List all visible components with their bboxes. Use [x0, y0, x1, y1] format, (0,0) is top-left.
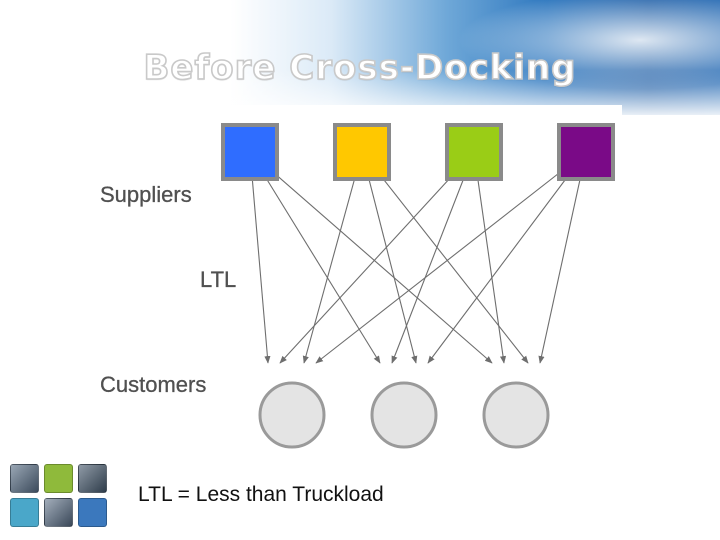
customers-label: Customers [100, 372, 206, 397]
shipment-arrow [302, 151, 363, 364]
supplier-node [557, 123, 615, 181]
logo-tile-teal [10, 498, 39, 527]
cross-docking-diagram: Suppliers LTL Customers [90, 105, 622, 455]
supplier-node [333, 123, 391, 181]
shipment-arrow [279, 151, 475, 364]
shipment-arrow [361, 151, 418, 364]
shipment-arrow [473, 151, 507, 364]
diagram-svg: Suppliers LTL Customers [100, 123, 615, 449]
shipment-arrow [315, 151, 587, 364]
ltl-shipment-arrows [249, 151, 587, 364]
shipment-arrow [391, 151, 475, 364]
shipment-arrow [427, 151, 587, 364]
supplier-nodes [221, 123, 615, 181]
logo-tile-photo [78, 464, 107, 493]
shipment-arrow [361, 151, 529, 364]
shipment-arrow [249, 151, 381, 364]
logo-tiles [10, 464, 108, 530]
supplier-node [445, 123, 503, 181]
ltl-label: LTL [200, 267, 236, 292]
logo-tile-blue [78, 498, 107, 527]
logo-tile-photo [44, 498, 73, 527]
logo-tile-green [44, 464, 73, 493]
shipment-arrow [249, 151, 271, 364]
ltl-definition-caption: LTL = Less than Truckload [138, 483, 384, 506]
customer-nodes [258, 381, 550, 449]
supplier-node [221, 123, 279, 181]
customer-node [482, 381, 550, 449]
customer-node [258, 381, 326, 449]
logo-tile-photo [10, 464, 39, 493]
slide-title: Before Cross-Docking [143, 47, 577, 89]
suppliers-label: Suppliers [100, 182, 192, 207]
customer-node [370, 381, 438, 449]
shipment-arrow [538, 151, 587, 364]
shipment-arrow [249, 151, 493, 364]
